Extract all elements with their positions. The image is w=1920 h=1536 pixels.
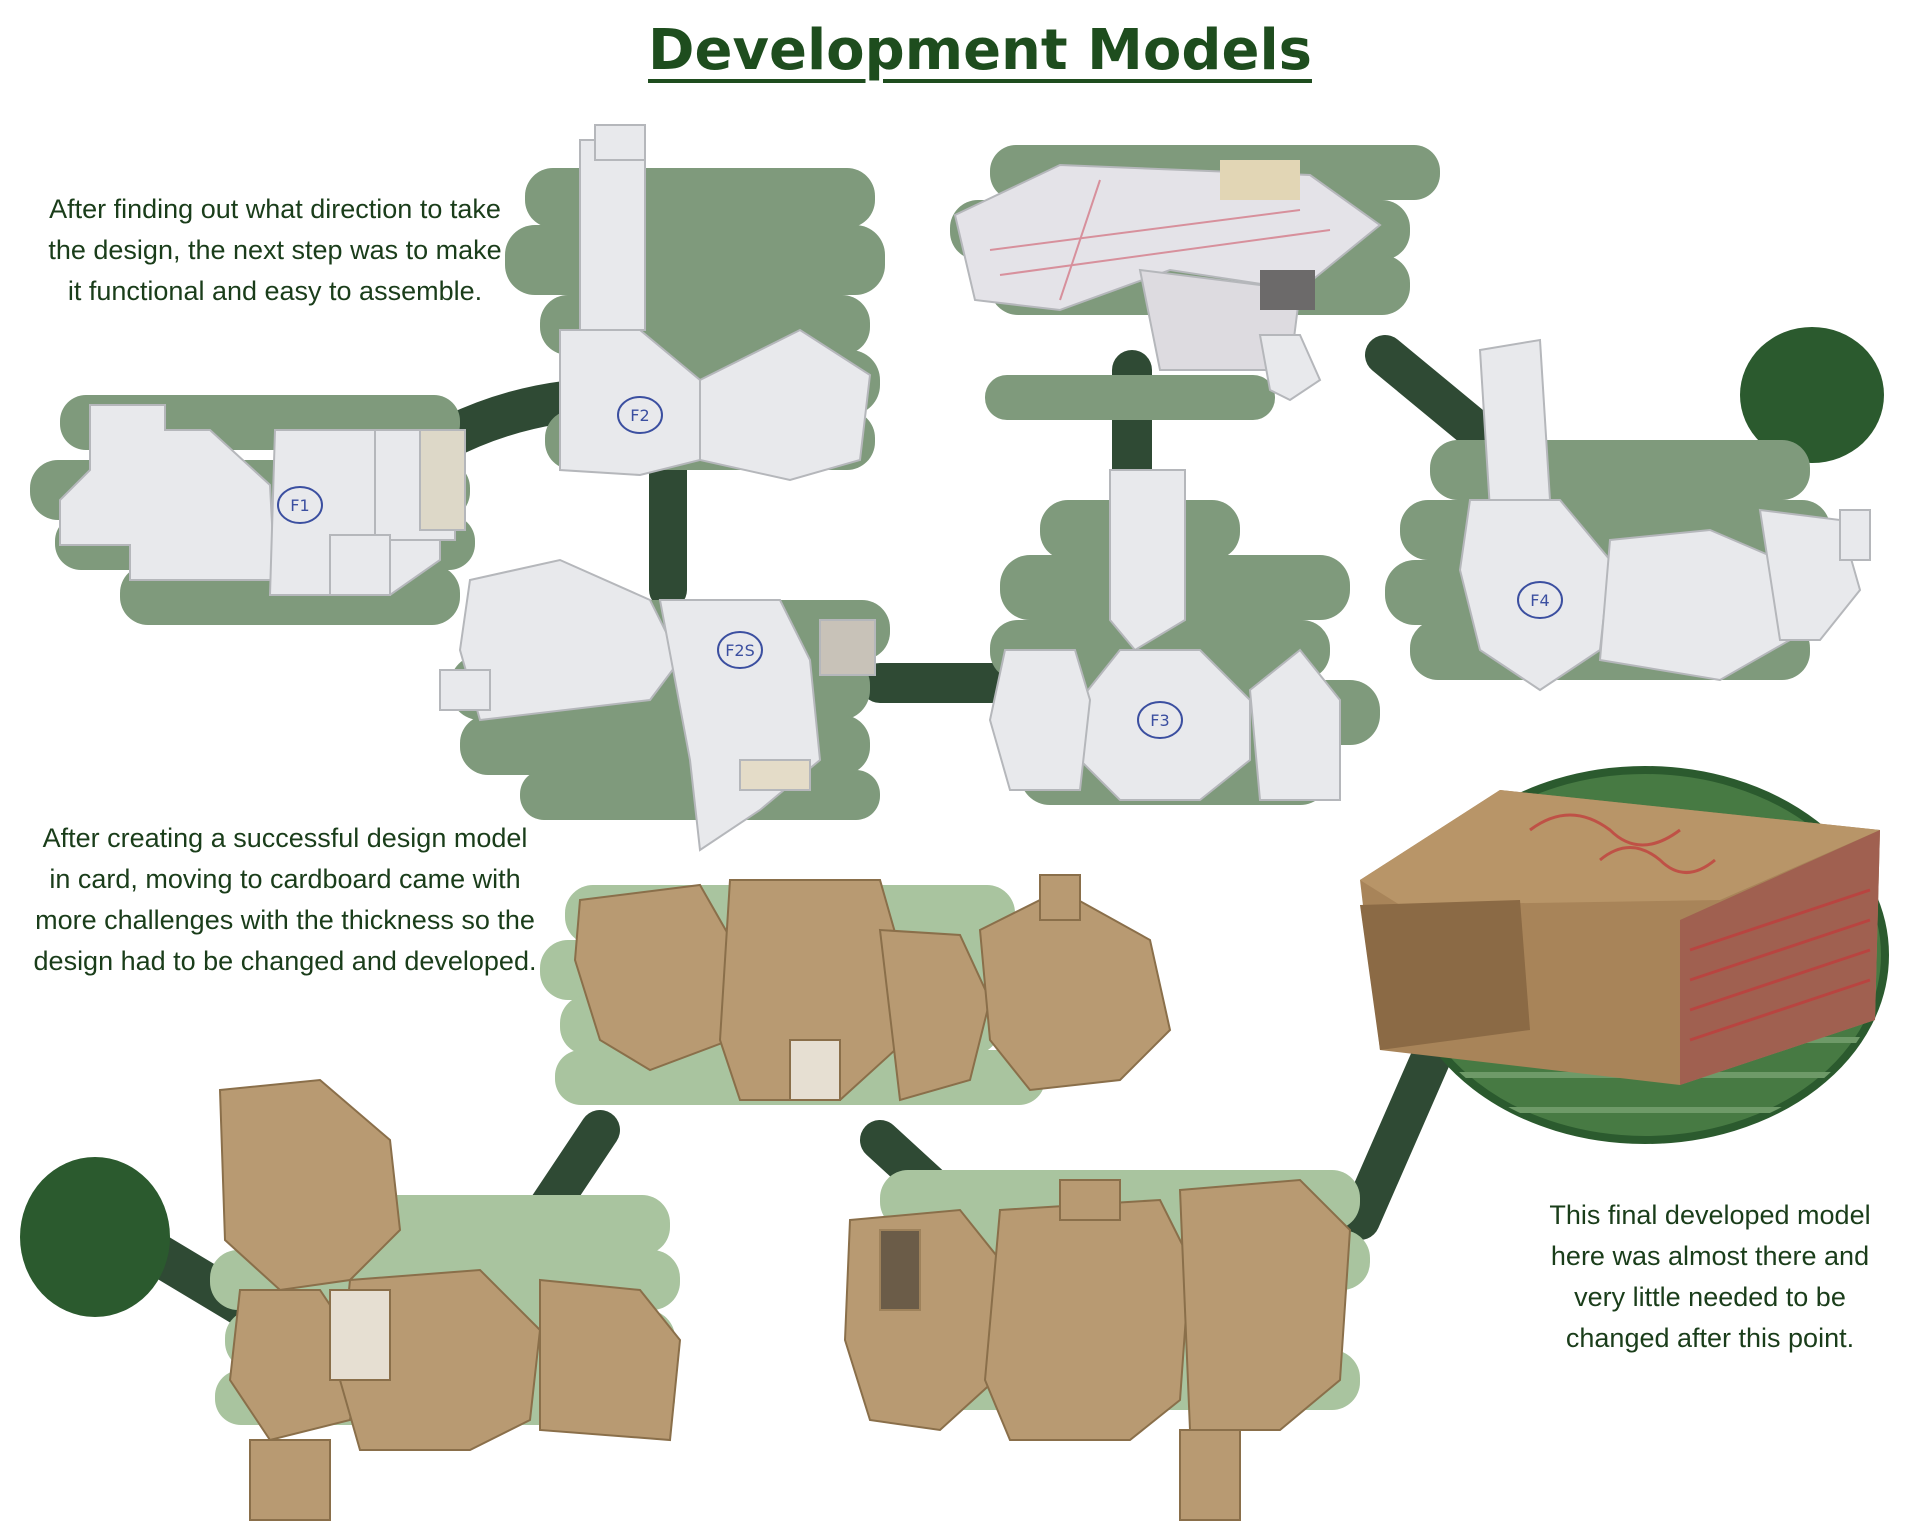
model-label-circle [617,396,663,434]
caption-cardboard-models: After creating a successful design model… [33,823,537,976]
cardboard-model-right [843,1178,1352,1521]
model-label-circle [1137,701,1183,739]
model-label-f2: F2 [630,406,649,425]
model-label-circle [277,486,323,524]
page-title: Development Models [648,18,1312,83]
card-model-f2s [439,558,876,852]
model-label-f1: F1 [290,496,309,515]
final-model-oval [1360,766,1889,1144]
model-label-circle [717,631,763,669]
model-label-f3: F3 [1150,711,1169,730]
tree-icon [1740,327,1884,463]
card-model-roof-box [953,160,1382,402]
card-model-f2 [559,124,872,482]
model-label-f2s: F2S [725,641,755,660]
caption-final-model: This final developed model here was almo… [1549,1200,1871,1353]
cardboard-model-left [218,1078,682,1521]
cardboard-model-top [573,874,1172,1102]
tree-icon [20,1157,170,1317]
card-model-f3 [988,469,1341,801]
card-model-f1 [59,404,466,596]
model-label-circle [1517,581,1563,619]
model-label-f4: F4 [1530,591,1549,610]
caption-card-models: After finding out what direction to take… [48,194,502,306]
card-model-f4 [1458,338,1871,692]
